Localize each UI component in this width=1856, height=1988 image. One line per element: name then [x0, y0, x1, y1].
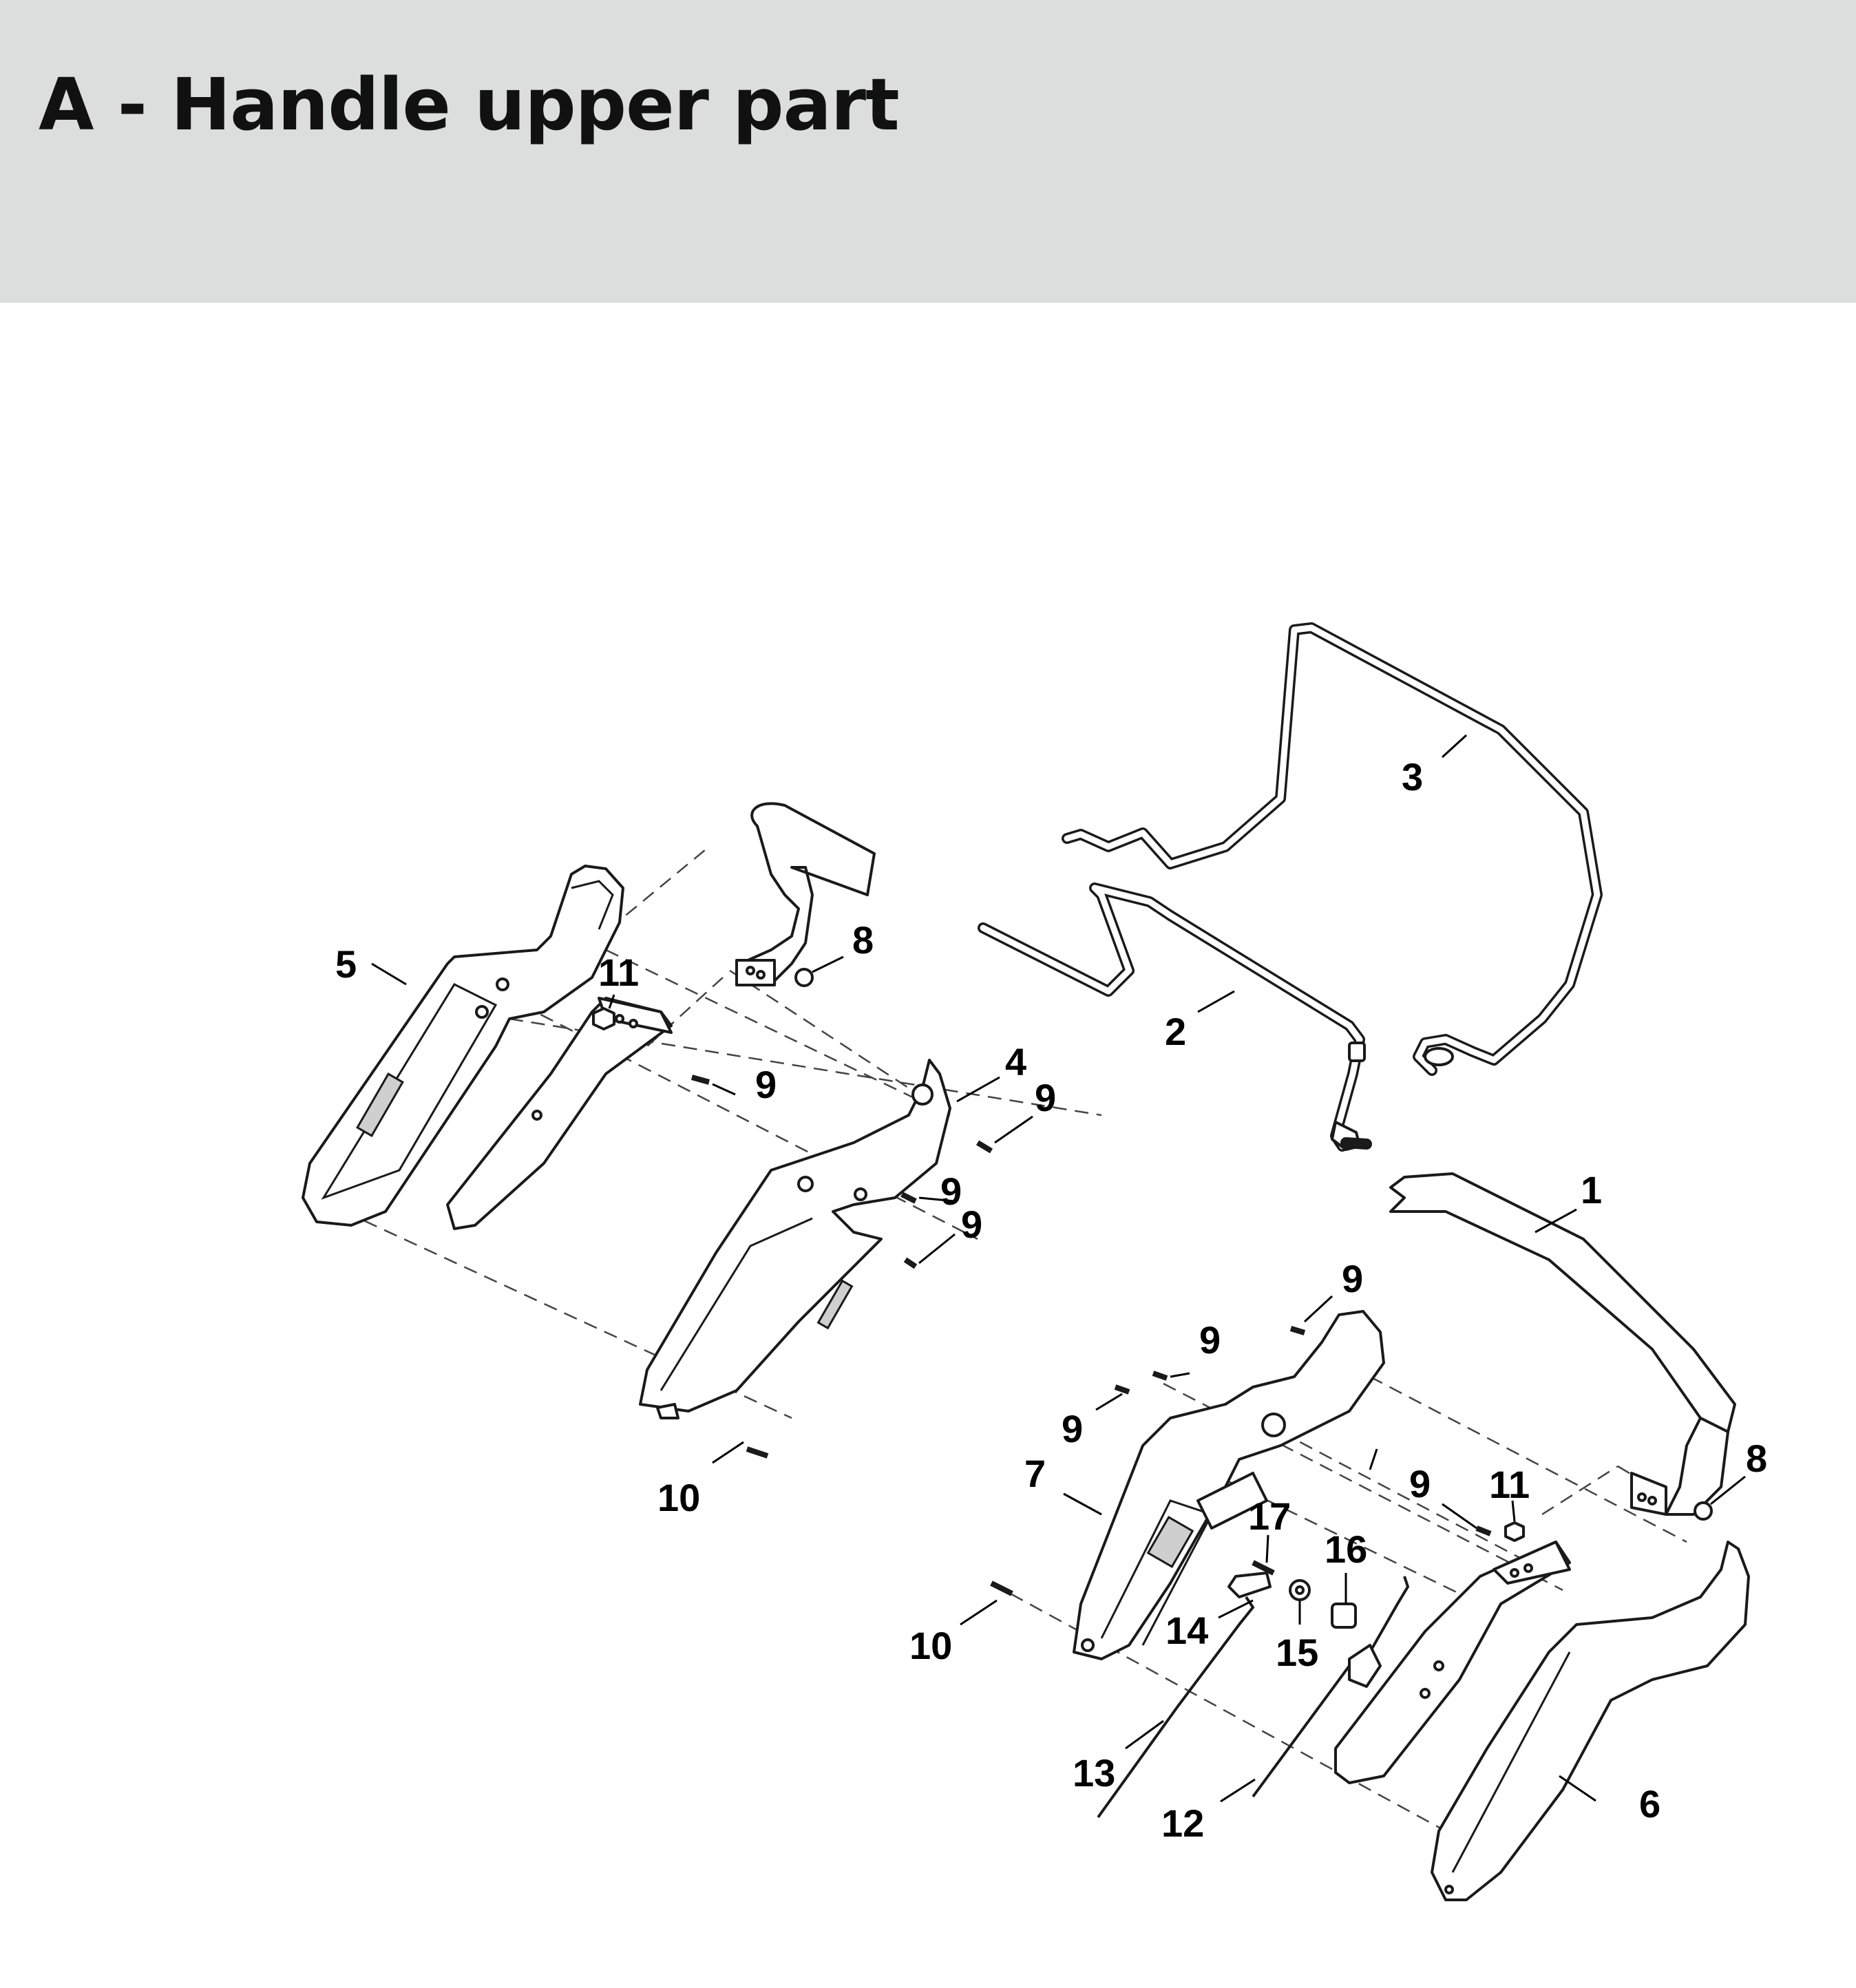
small-hardware [592, 968, 1713, 1629]
callout-8-left: 8 [852, 918, 874, 962]
part-7-right-outer-shell [1073, 1310, 1385, 1660]
callout-9-d: 9 [961, 1203, 982, 1246]
part-6-right-cover [1431, 1541, 1750, 1901]
callout-11-right: 11 [1489, 1463, 1530, 1506]
cable-13 [1097, 1596, 1255, 1819]
callout-9-c: 9 [940, 1170, 962, 1213]
left-inner-bracket [446, 997, 673, 1230]
callout-17: 17 [1248, 1494, 1291, 1538]
callout-10-left: 10 [657, 1476, 700, 1519]
part-5-left-outer-shell [302, 865, 624, 1227]
callout-8-right: 8 [1746, 1437, 1767, 1480]
part-1-handle-tube [1389, 1172, 1736, 1516]
callout-7: 7 [1024, 1452, 1046, 1495]
callout-1: 1 [1581, 1168, 1602, 1212]
callout-4: 4 [1005, 1040, 1026, 1083]
callout-5: 5 [335, 942, 357, 986]
callout-labels: 1 2 3 4 5 6 7 8 8 9 9 9 9 9 9 9 9 9 10 1… [335, 755, 1767, 1845]
page-title: A - Handle upper part [39, 63, 900, 147]
callout-9-g: 9 [1062, 1407, 1083, 1450]
callout-12: 12 [1161, 1801, 1204, 1845]
callout-9-b: 9 [1035, 1076, 1056, 1119]
callout-9-a: 9 [755, 1063, 777, 1106]
callout-10-right: 10 [909, 1624, 952, 1667]
part-4-left-cover [639, 1059, 951, 1419]
callout-15: 15 [1276, 1631, 1318, 1674]
callout-16: 16 [1325, 1527, 1367, 1571]
part-3-handle-bar [1062, 622, 1603, 1076]
callout-9-f: 9 [1199, 1318, 1221, 1362]
callout-14: 14 [1166, 1609, 1208, 1652]
callout-6: 6 [1639, 1782, 1660, 1826]
callout-9-h: 9 [1409, 1462, 1431, 1505]
callout-9-e: 9 [1342, 1257, 1363, 1300]
part-2-lever-bar [978, 882, 1372, 1152]
callout-11-left: 11 [598, 951, 639, 994]
callout-3: 3 [1402, 755, 1423, 799]
right-inner-bracket [1334, 1541, 1571, 1784]
callout-13: 13 [1073, 1751, 1115, 1795]
callout-2: 2 [1165, 1010, 1186, 1053]
cable-12 [1252, 1576, 1410, 1798]
header-band: A - Handle upper part [0, 0, 1856, 303]
left-tube-stub [735, 802, 876, 986]
callout-leader-lines [371, 734, 1746, 1803]
